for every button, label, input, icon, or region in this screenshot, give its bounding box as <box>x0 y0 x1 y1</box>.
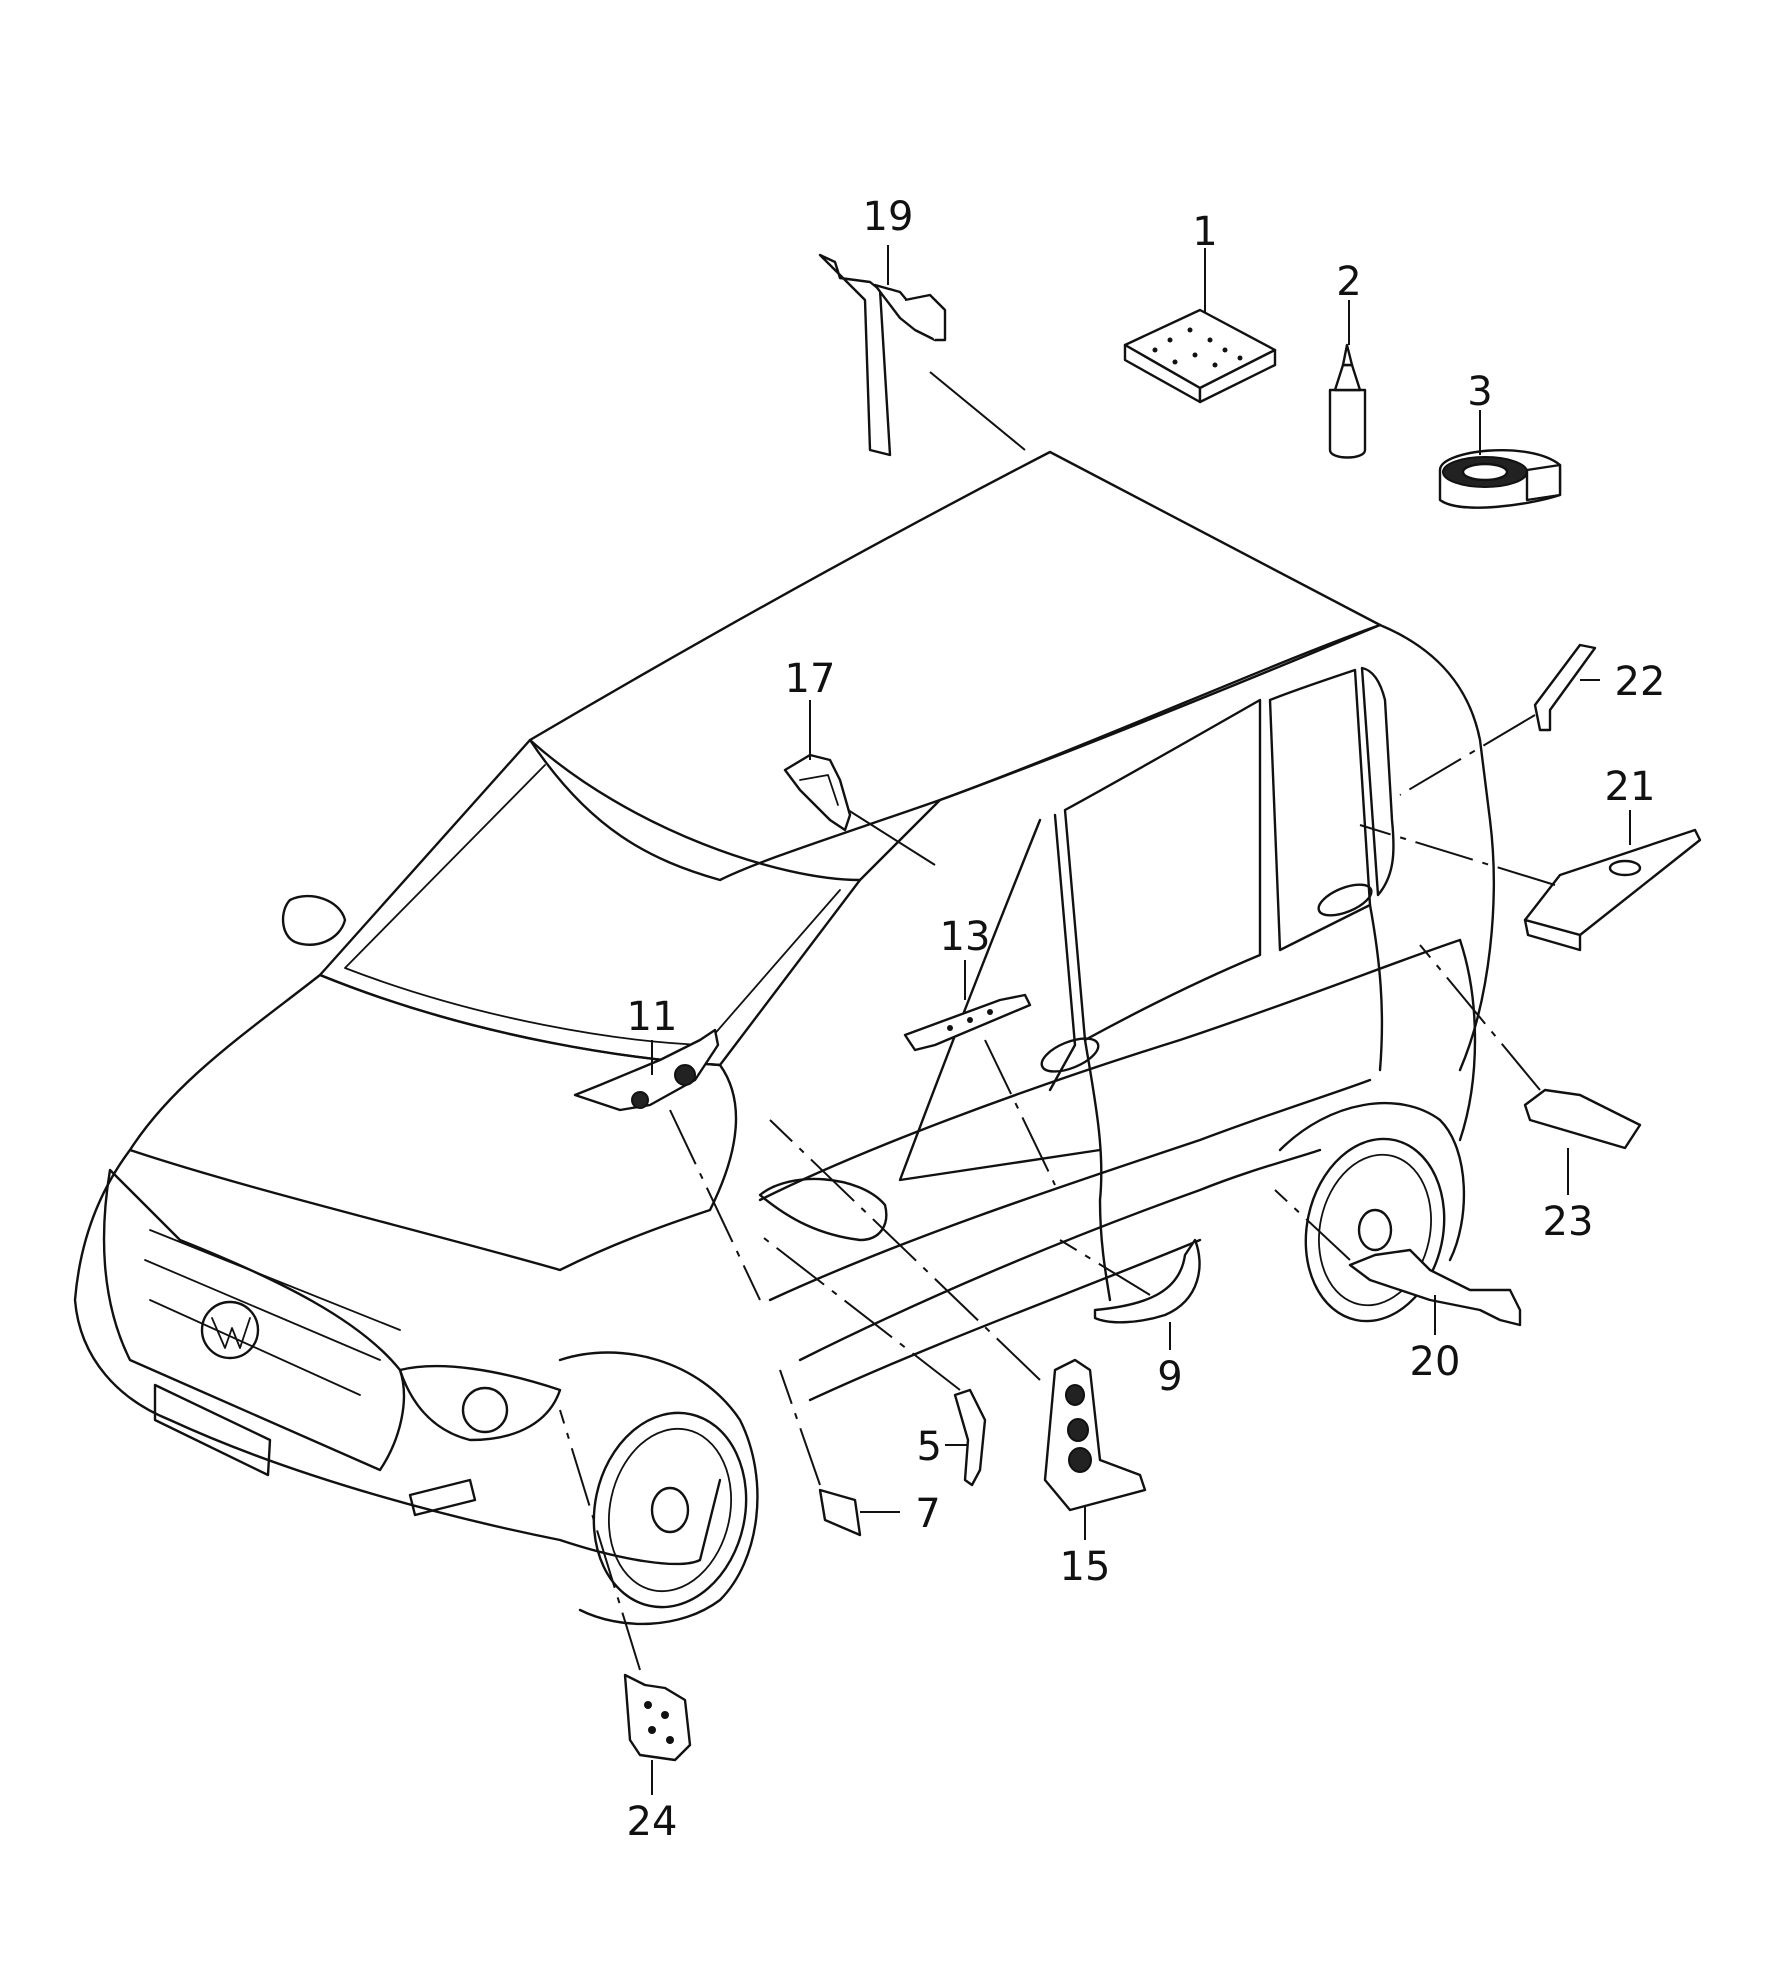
callout-24: 24 <box>627 1799 678 1845</box>
callout-3: 3 <box>1467 369 1492 415</box>
part-24-plate <box>623 1673 692 1762</box>
callout-1: 1 <box>1192 209 1217 255</box>
vehicle-drawing <box>73 450 1495 1626</box>
part-20-panel <box>1348 1248 1522 1327</box>
part-22-strip <box>1533 643 1597 732</box>
part-5-bracket <box>953 1388 987 1487</box>
callout-23: 23 <box>1543 1199 1594 1245</box>
part-19-bracket <box>818 253 947 457</box>
callout-5: 5 <box>917 1424 942 1470</box>
part-2-bottle <box>1328 343 1367 459</box>
callout-labels: 1 2 3 5 7 9 11 13 15 17 19 20 21 22 23 2… <box>627 194 1666 1845</box>
callout-13: 13 <box>940 914 991 960</box>
part-7-strip <box>818 1488 862 1537</box>
part-15-bracket <box>1043 1358 1147 1512</box>
callout-21: 21 <box>1605 764 1656 810</box>
callout-2: 2 <box>1336 259 1361 305</box>
callout-15: 15 <box>1060 1544 1111 1590</box>
callout-22: 22 <box>1615 659 1666 705</box>
callout-9: 9 <box>1157 1354 1182 1400</box>
callout-7: 7 <box>915 1491 940 1537</box>
part-9-seal <box>1093 1238 1201 1324</box>
callout-11: 11 <box>627 994 678 1040</box>
part-13-strip <box>903 993 1032 1052</box>
part-1-pad <box>1123 308 1277 404</box>
leader-lines <box>559 245 1631 1795</box>
part-11-insulation <box>573 1028 720 1112</box>
vw-logo-icon <box>200 1300 260 1360</box>
part-3-tape <box>1438 449 1562 509</box>
part-21-panel <box>1523 828 1702 952</box>
part-17-trim <box>783 753 852 832</box>
callout-17: 17 <box>785 656 836 702</box>
callout-20: 20 <box>1410 1339 1461 1385</box>
callout-19: 19 <box>863 194 914 240</box>
part-23-panel <box>1523 1088 1642 1150</box>
